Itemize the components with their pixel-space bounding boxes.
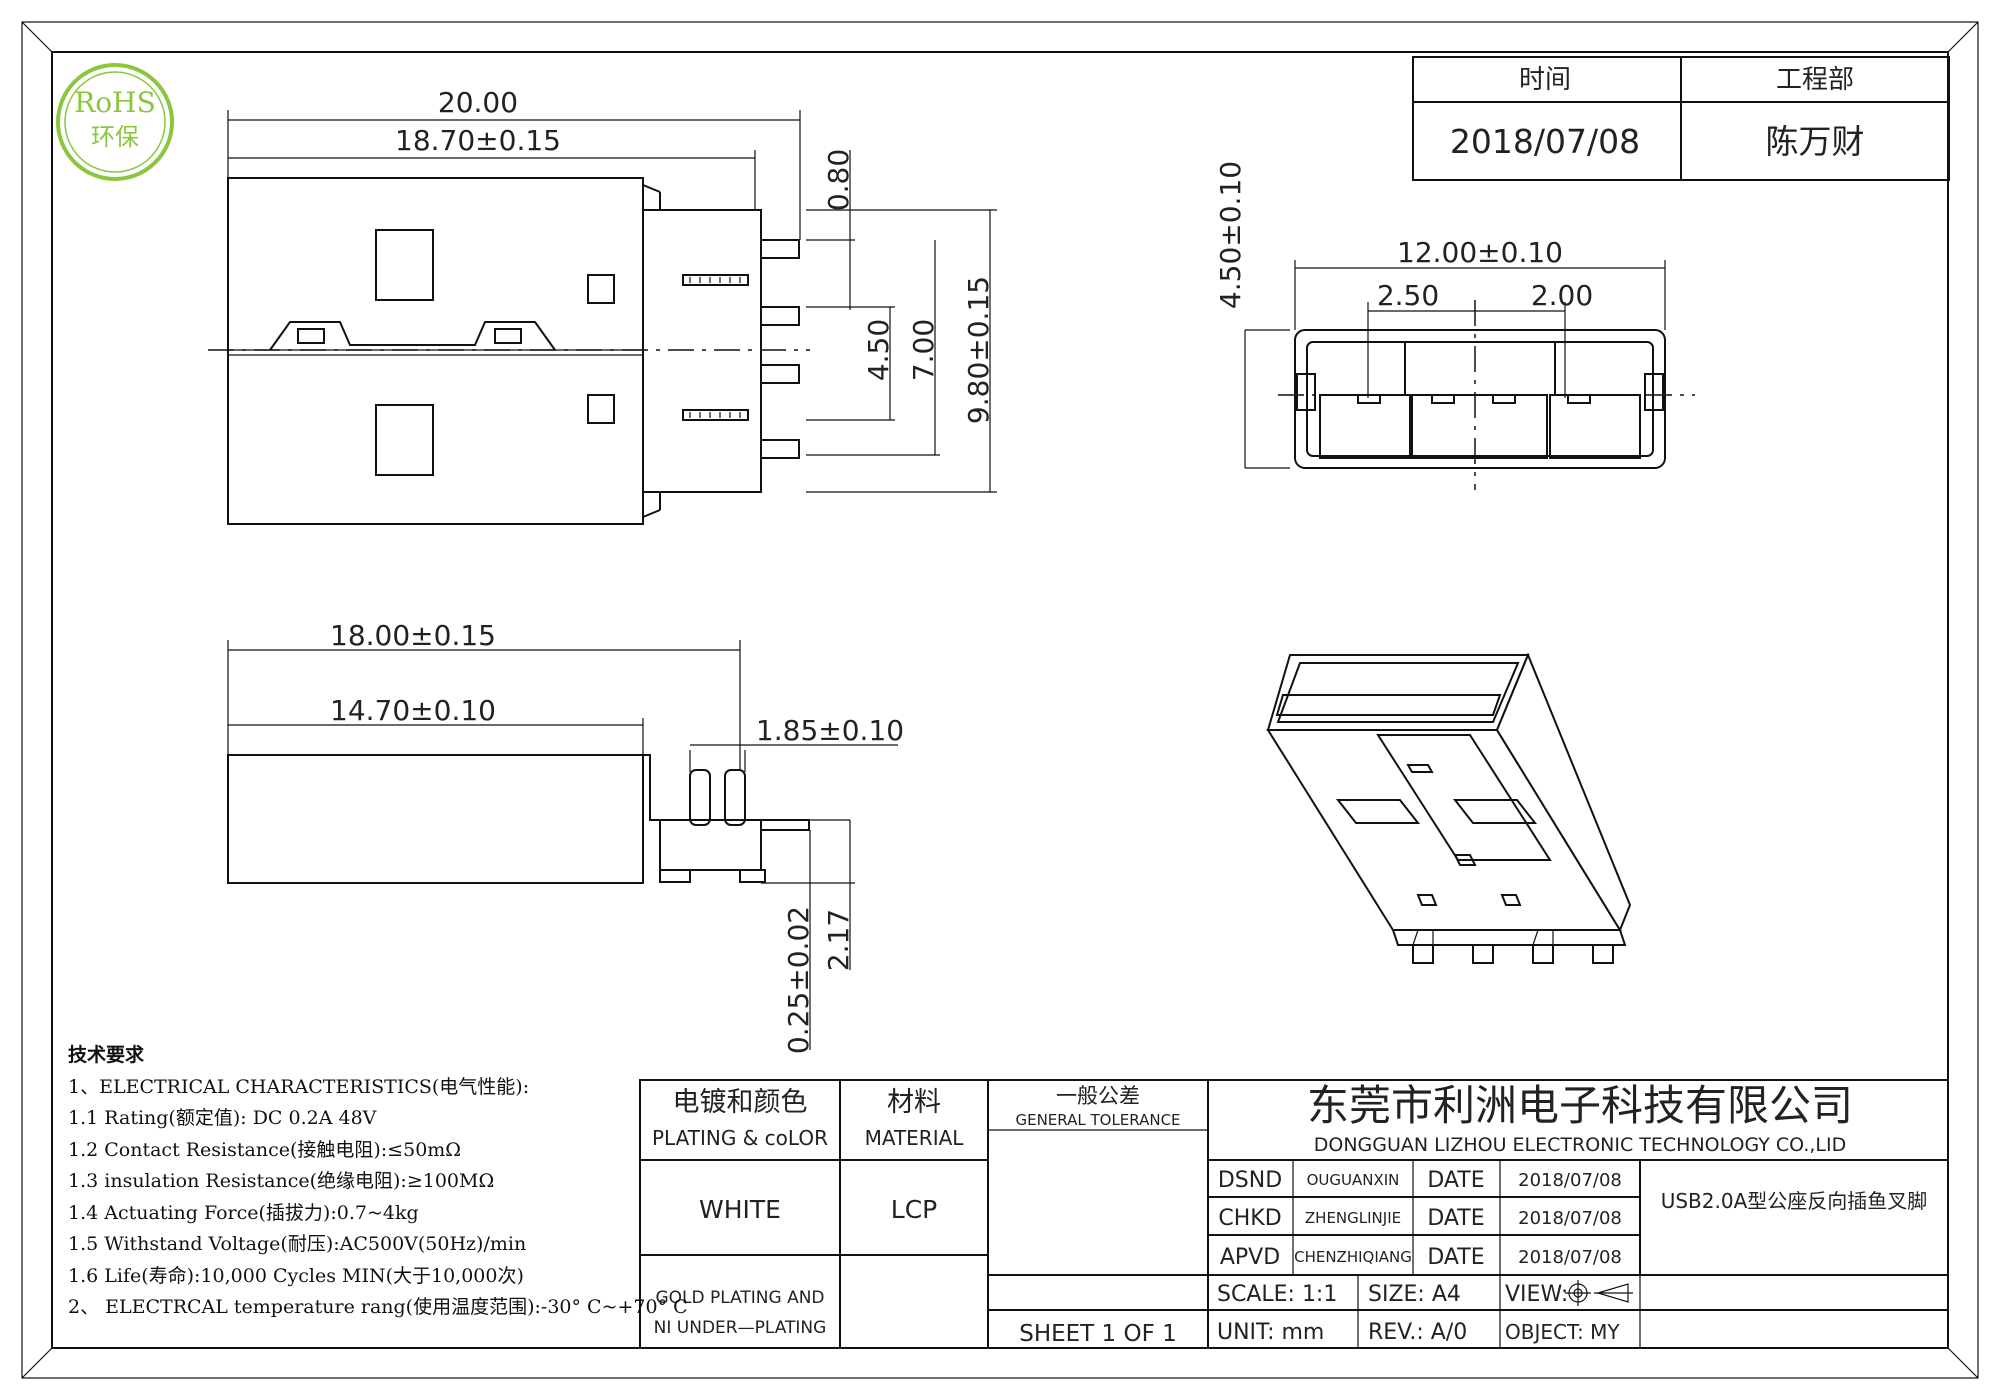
row-name: CHENZHIQIANG (1294, 1248, 1412, 1266)
row-date-label: DATE (1427, 1245, 1484, 1270)
row-date: 2018/07/08 (1518, 1170, 1622, 1191)
technical-requirements: 技术要求 1、ELECTRICAL CHARACTERISTICS(电气性能):… (68, 1040, 688, 1324)
end-view-shell (1294, 329, 1666, 469)
dim-pin-offset: 0.80 (822, 149, 855, 211)
dim-end-pitch-b: 2.00 (1531, 279, 1593, 312)
object-value: OBJECT: MY (1505, 1320, 1620, 1344)
outer-border (21, 21, 1979, 1379)
row-role: APVD (1220, 1245, 1280, 1270)
tolerance-label-en: GENERAL TOLERANCE (1015, 1111, 1180, 1129)
note-line: 1.3 insulation Resistance(绝缘电阻):≥100MΩ (68, 1170, 495, 1192)
company-name-cn: 东莞市利洲电子科技有限公司 (1307, 1081, 1853, 1130)
row-date: 2018/07/08 (1518, 1208, 1622, 1229)
dim-overall-width: 9.80±0.15 (962, 276, 995, 424)
note-line: 1.5 Withstand Voltage(耐压):AC500V(50Hz)/m… (68, 1233, 527, 1255)
dim-side-length: 18.00±0.15 (330, 619, 496, 652)
view-label: VIEW: (1505, 1282, 1568, 1307)
row-date-label: DATE (1427, 1168, 1484, 1193)
row-role: CHKD (1218, 1206, 1281, 1231)
dim-end-height: 4.50±0.10 (1214, 161, 1247, 309)
row-role: DSND (1218, 1168, 1282, 1193)
rev-value: REV.: A/0 (1368, 1320, 1467, 1345)
approval-signer: 陈万财 (1766, 122, 1865, 161)
isometric-view (1266, 652, 1632, 964)
notes-title: 技术要求 (68, 1044, 145, 1066)
title-block: 电镀和颜色 PLATING & coLOR 材料 MATERIAL 一般公差 G… (639, 1079, 1949, 1349)
dim-end-width: 12.00±0.10 (1397, 236, 1563, 269)
projection-symbol-icon (1565, 1280, 1633, 1306)
dim-shell-length: 18.70±0.15 (395, 124, 561, 157)
dim-pin-pitch-outer: 7.00 (907, 319, 940, 381)
top-window-lower (375, 404, 434, 476)
row-date-label: DATE (1427, 1206, 1484, 1231)
dim-end-pitch-a: 2.50 (1377, 279, 1439, 312)
note-line: 1.2 Contact Resistance(接触电阻):≤50mΩ (68, 1138, 462, 1161)
unit-value: UNIT: mm (1217, 1320, 1324, 1345)
row-date: 2018/07/08 (1518, 1247, 1622, 1268)
color-value: WHITE (699, 1195, 781, 1224)
side-pin-tail (760, 819, 810, 831)
approval-header-dept: 工程部 (1776, 65, 1854, 95)
top-view: 20.00 18.70±0.15 0.80 4.50 7.00 9.80±0.1… (208, 86, 997, 525)
dim-side-height: 2.17 (822, 909, 855, 971)
top-view-shell (227, 177, 644, 525)
iso-shell-top (1266, 654, 1530, 731)
sheet-number: SHEET 1 OF 1 (1019, 1321, 1177, 1347)
note-line: 1.4 Actuating Force(插拔力):0.7~4kg (68, 1201, 419, 1224)
plating-value-1: GOLD PLATING AND (655, 1288, 824, 1308)
rohs-ring (56, 63, 174, 181)
part-name: USB2.0A型公座反向插鱼叉脚 (1661, 1189, 1928, 1213)
dim-side-housing: 1.85±0.10 (756, 714, 904, 747)
top-window-upper (375, 229, 434, 301)
approval-date: 2018/07/08 (1450, 122, 1640, 161)
note-line: 1.1 Rating(额定值): DC 0.2A 48V (68, 1107, 377, 1129)
company-name-en: DONGGUAN LIZHOU ELECTRONIC TECHNOLOGY CO… (1314, 1134, 1847, 1156)
end-view: 4.50±0.10 12.00±0.10 2.50 2.00 (1214, 161, 1695, 490)
plating-value-2: NI UNDER—PLATING (654, 1318, 827, 1338)
plating-label-cn: 电镀和颜色 (673, 1087, 808, 1118)
rohs-text: RoHS (74, 86, 156, 119)
dim-pin-pitch-inner: 4.50 (862, 319, 895, 381)
note-line: 2、 ELECTRCAL temperature rang(使用温度范围):-3… (68, 1296, 688, 1318)
note-line: 1、ELECTRICAL CHARACTERISTICS(电气性能): (68, 1075, 530, 1098)
row-name: OUGUANXIN (1307, 1171, 1400, 1189)
tolerance-label-cn: 一般公差 (1056, 1084, 1140, 1108)
scale-value: SCALE: 1:1 (1217, 1282, 1337, 1307)
rohs-logo: RoHS 环保 (56, 63, 174, 181)
plating-label-en: PLATING & coLOR (652, 1126, 828, 1150)
approval-box: 时间 工程部 2018/07/08 陈万财 (1412, 56, 1950, 181)
material-value: LCP (891, 1195, 937, 1224)
note-line: 1.6 Life(寿命):10,000 Cycles MIN(大于10,000次… (68, 1264, 524, 1287)
row-name: ZHENGLINJIE (1305, 1209, 1401, 1227)
size-value: SIZE: A4 (1368, 1282, 1461, 1307)
material-label-cn: 材料 (887, 1087, 941, 1118)
dim-side-pin-thickness: 0.25±0.02 (782, 906, 815, 1054)
dim-side-shell-length: 14.70±0.10 (330, 694, 496, 727)
side-view-housing (659, 819, 762, 871)
rohs-cn-text: 环保 (91, 123, 139, 151)
dim-overall-length: 20.00 (438, 86, 518, 119)
approval-header-time: 时间 (1519, 65, 1571, 95)
latch-spring (269, 321, 556, 351)
material-label-en: MATERIAL (865, 1126, 965, 1150)
side-view-shell (227, 754, 644, 884)
side-view: 18.00±0.15 14.70±0.10 1.85±0.10 2.17 0.2… (227, 619, 904, 1054)
top-view-housing (642, 209, 762, 493)
